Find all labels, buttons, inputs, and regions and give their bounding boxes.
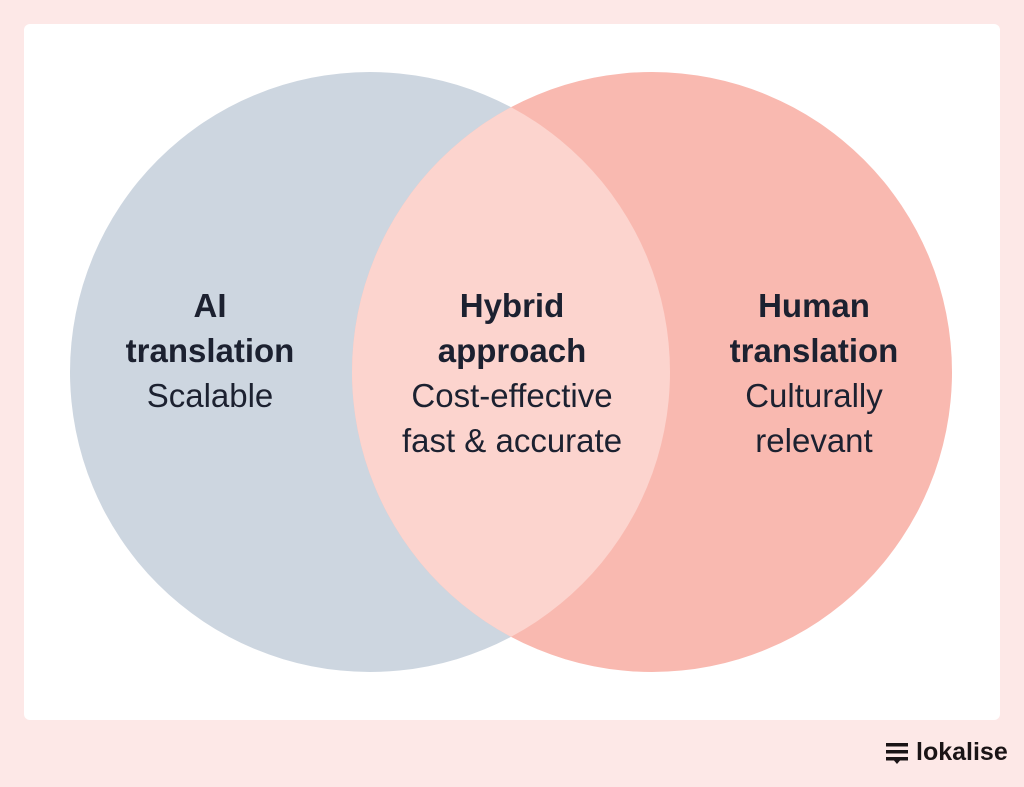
ai-label: AI translation Scalable: [90, 283, 330, 418]
human-desc-1: Culturally: [745, 377, 883, 414]
hybrid-desc-2: fast & accurate: [401, 422, 623, 459]
hybrid-desc-1: Cost-effective: [411, 377, 613, 414]
lokalise-logo: lokalise: [886, 738, 1008, 767]
human-desc-2: relevant: [755, 422, 873, 459]
lokalise-logo-icon: [886, 742, 908, 764]
human-title-2: translation: [729, 332, 899, 369]
ai-desc: Scalable: [146, 377, 274, 414]
hybrid-label: Hybrid approach Cost-effective fast & ac…: [372, 283, 652, 463]
hybrid-title-2: approach: [437, 332, 587, 369]
overlap-region: [352, 72, 670, 672]
human-label: Human translation Culturally relevant: [684, 283, 944, 463]
human-title-1: Human: [758, 287, 870, 324]
ai-title-1: AI: [193, 287, 227, 324]
hybrid-title-1: Hybrid: [459, 287, 565, 324]
ai-title-2: translation: [125, 332, 295, 369]
brand-name: lokalise: [916, 738, 1008, 766]
